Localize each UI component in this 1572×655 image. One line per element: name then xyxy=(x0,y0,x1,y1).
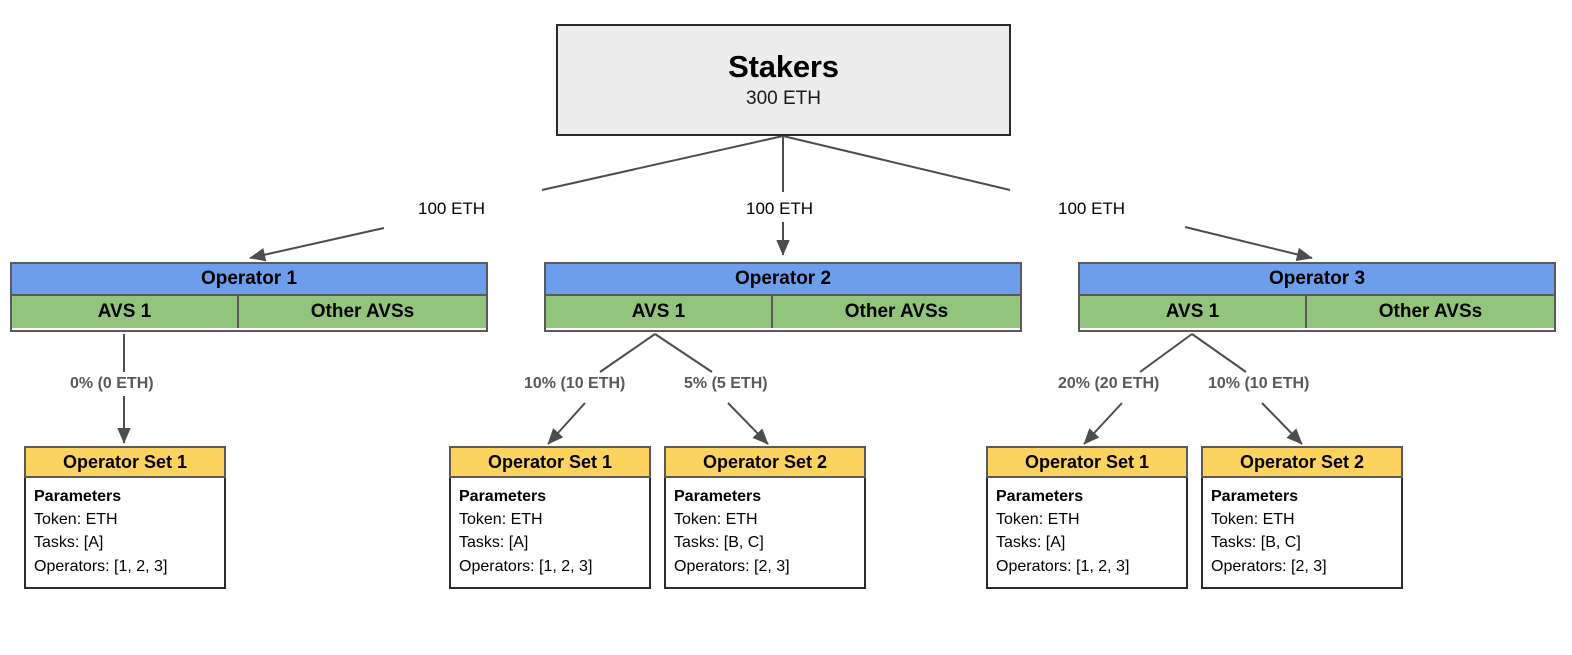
param-tasks: Tasks: [A] xyxy=(34,534,104,552)
parameters-title: Parameters xyxy=(459,488,547,505)
parameters-title: Parameters xyxy=(34,488,122,505)
operator-1-other-avss[interactable]: Other AVSs xyxy=(239,296,486,328)
param-operators: Operators: [2, 3] xyxy=(1211,557,1327,575)
param-token: Token: ETH xyxy=(459,511,543,529)
operator-3-avs-1[interactable]: AVS 1 xyxy=(1080,296,1307,328)
param-operators: Operators: [1, 2, 3] xyxy=(34,557,168,575)
node-operator-set-op3-2[interactable]: Operator Set 2 Parameters Token: ETH Tas… xyxy=(1201,446,1403,589)
allocation-label-op2-set2: 5% (5 ETH) xyxy=(684,375,768,392)
allocation-label-op3-set2: 10% (10 ETH) xyxy=(1208,375,1310,392)
operator-1-avs-row: AVS 1 Other AVSs xyxy=(12,296,486,328)
parameters-title: Parameters xyxy=(1211,488,1299,505)
param-tasks: Tasks: [A] xyxy=(459,534,529,552)
param-token: Token: ETH xyxy=(674,511,758,529)
operator-3-other-avss[interactable]: Other AVSs xyxy=(1307,296,1554,328)
param-token: Token: ETH xyxy=(1211,511,1295,529)
operator-set-title: Operator Set 2 xyxy=(1201,446,1403,478)
node-operator-2[interactable]: Operator 2 AVS 1 Other AVSs xyxy=(544,262,1022,332)
operator-2-other-avss[interactable]: Other AVSs xyxy=(773,296,1020,328)
allocation-label-op2-set1: 10% (10 ETH) xyxy=(524,375,626,392)
parameters-title: Parameters xyxy=(996,488,1084,505)
param-tasks: Tasks: [B, C] xyxy=(674,534,764,552)
operator-set-title: Operator Set 1 xyxy=(24,446,226,478)
node-stakers[interactable]: Stakers 300 ETH xyxy=(556,24,1011,136)
operator-set-title: Operator Set 2 xyxy=(664,446,866,478)
operator-2-name: Operator 2 xyxy=(546,264,1020,296)
node-operator-set-op3-1[interactable]: Operator Set 1 Parameters Token: ETH Tas… xyxy=(986,446,1188,589)
parameters-title: Parameters xyxy=(674,488,762,505)
param-token: Token: ETH xyxy=(996,511,1080,529)
operator-1-avs-1[interactable]: AVS 1 xyxy=(12,296,239,328)
operator-set-title: Operator Set 1 xyxy=(449,446,651,478)
param-token: Token: ETH xyxy=(34,511,118,529)
operator-set-body: Parameters Token: ETH Tasks: [A] Operato… xyxy=(986,478,1188,589)
node-operator-3[interactable]: Operator 3 AVS 1 Other AVSs xyxy=(1078,262,1556,332)
node-operator-set-op2-1[interactable]: Operator Set 1 Parameters Token: ETH Tas… xyxy=(449,446,651,589)
stake-edge-label-1: 100 ETH xyxy=(418,199,486,218)
operator-set-title: Operator Set 1 xyxy=(986,446,1188,478)
operator-set-body: Parameters Token: ETH Tasks: [B, C] Oper… xyxy=(1201,478,1403,589)
allocation-label-op3-set1: 20% (20 ETH) xyxy=(1058,375,1160,392)
param-tasks: Tasks: [B, C] xyxy=(1211,534,1301,552)
operator-3-name: Operator 3 xyxy=(1080,264,1554,296)
operator-2-avs-row: AVS 1 Other AVSs xyxy=(546,296,1020,328)
param-operators: Operators: [2, 3] xyxy=(674,557,790,575)
operator-set-body: Parameters Token: ETH Tasks: [A] Operato… xyxy=(449,478,651,589)
operator-2-avs-1[interactable]: AVS 1 xyxy=(546,296,773,328)
allocation-label-op1-set1: 0% (0 ETH) xyxy=(70,375,154,392)
stakers-title: Stakers xyxy=(728,49,839,84)
stake-edge-label-2: 100 ETH xyxy=(746,199,814,218)
param-operators: Operators: [1, 2, 3] xyxy=(996,557,1130,575)
operator-set-body: Parameters Token: ETH Tasks: [B, C] Oper… xyxy=(664,478,866,589)
stake-edge-label-3: 100 ETH xyxy=(1058,199,1126,218)
param-operators: Operators: [1, 2, 3] xyxy=(459,557,593,575)
operator-1-name: Operator 1 xyxy=(12,264,486,296)
operator-set-body: Parameters Token: ETH Tasks: [A] Operato… xyxy=(24,478,226,589)
param-tasks: Tasks: [A] xyxy=(996,534,1066,552)
node-operator-set-op1-1[interactable]: Operator Set 1 Parameters Token: ETH Tas… xyxy=(24,446,226,589)
node-operator-set-op2-2[interactable]: Operator Set 2 Parameters Token: ETH Tas… xyxy=(664,446,866,589)
stakers-amount: 300 ETH xyxy=(746,88,821,110)
operator-3-avs-row: AVS 1 Other AVSs xyxy=(1080,296,1554,328)
node-operator-1[interactable]: Operator 1 AVS 1 Other AVSs xyxy=(10,262,488,332)
